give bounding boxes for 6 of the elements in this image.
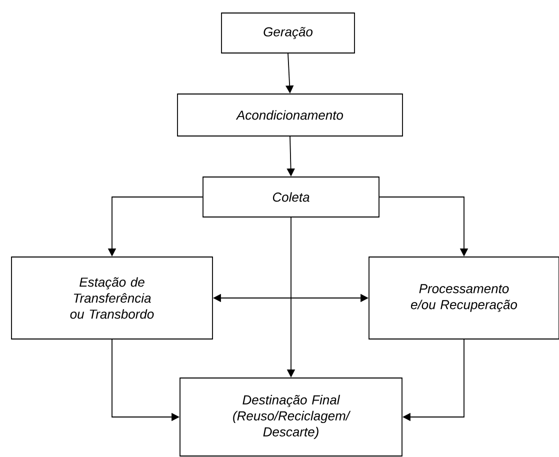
process-box: Estação de Transferência ou Transbordo	[11, 256, 213, 340]
process-box: Geração	[221, 12, 355, 54]
process-box: Coleta	[202, 176, 380, 218]
process-box: Acondicionamento	[177, 94, 403, 136]
process-box: Destinação Final (Reuso/Reciclagem/ Descarte)	[180, 378, 402, 456]
process-box: Processamento e/ou Recuperação	[368, 256, 559, 340]
